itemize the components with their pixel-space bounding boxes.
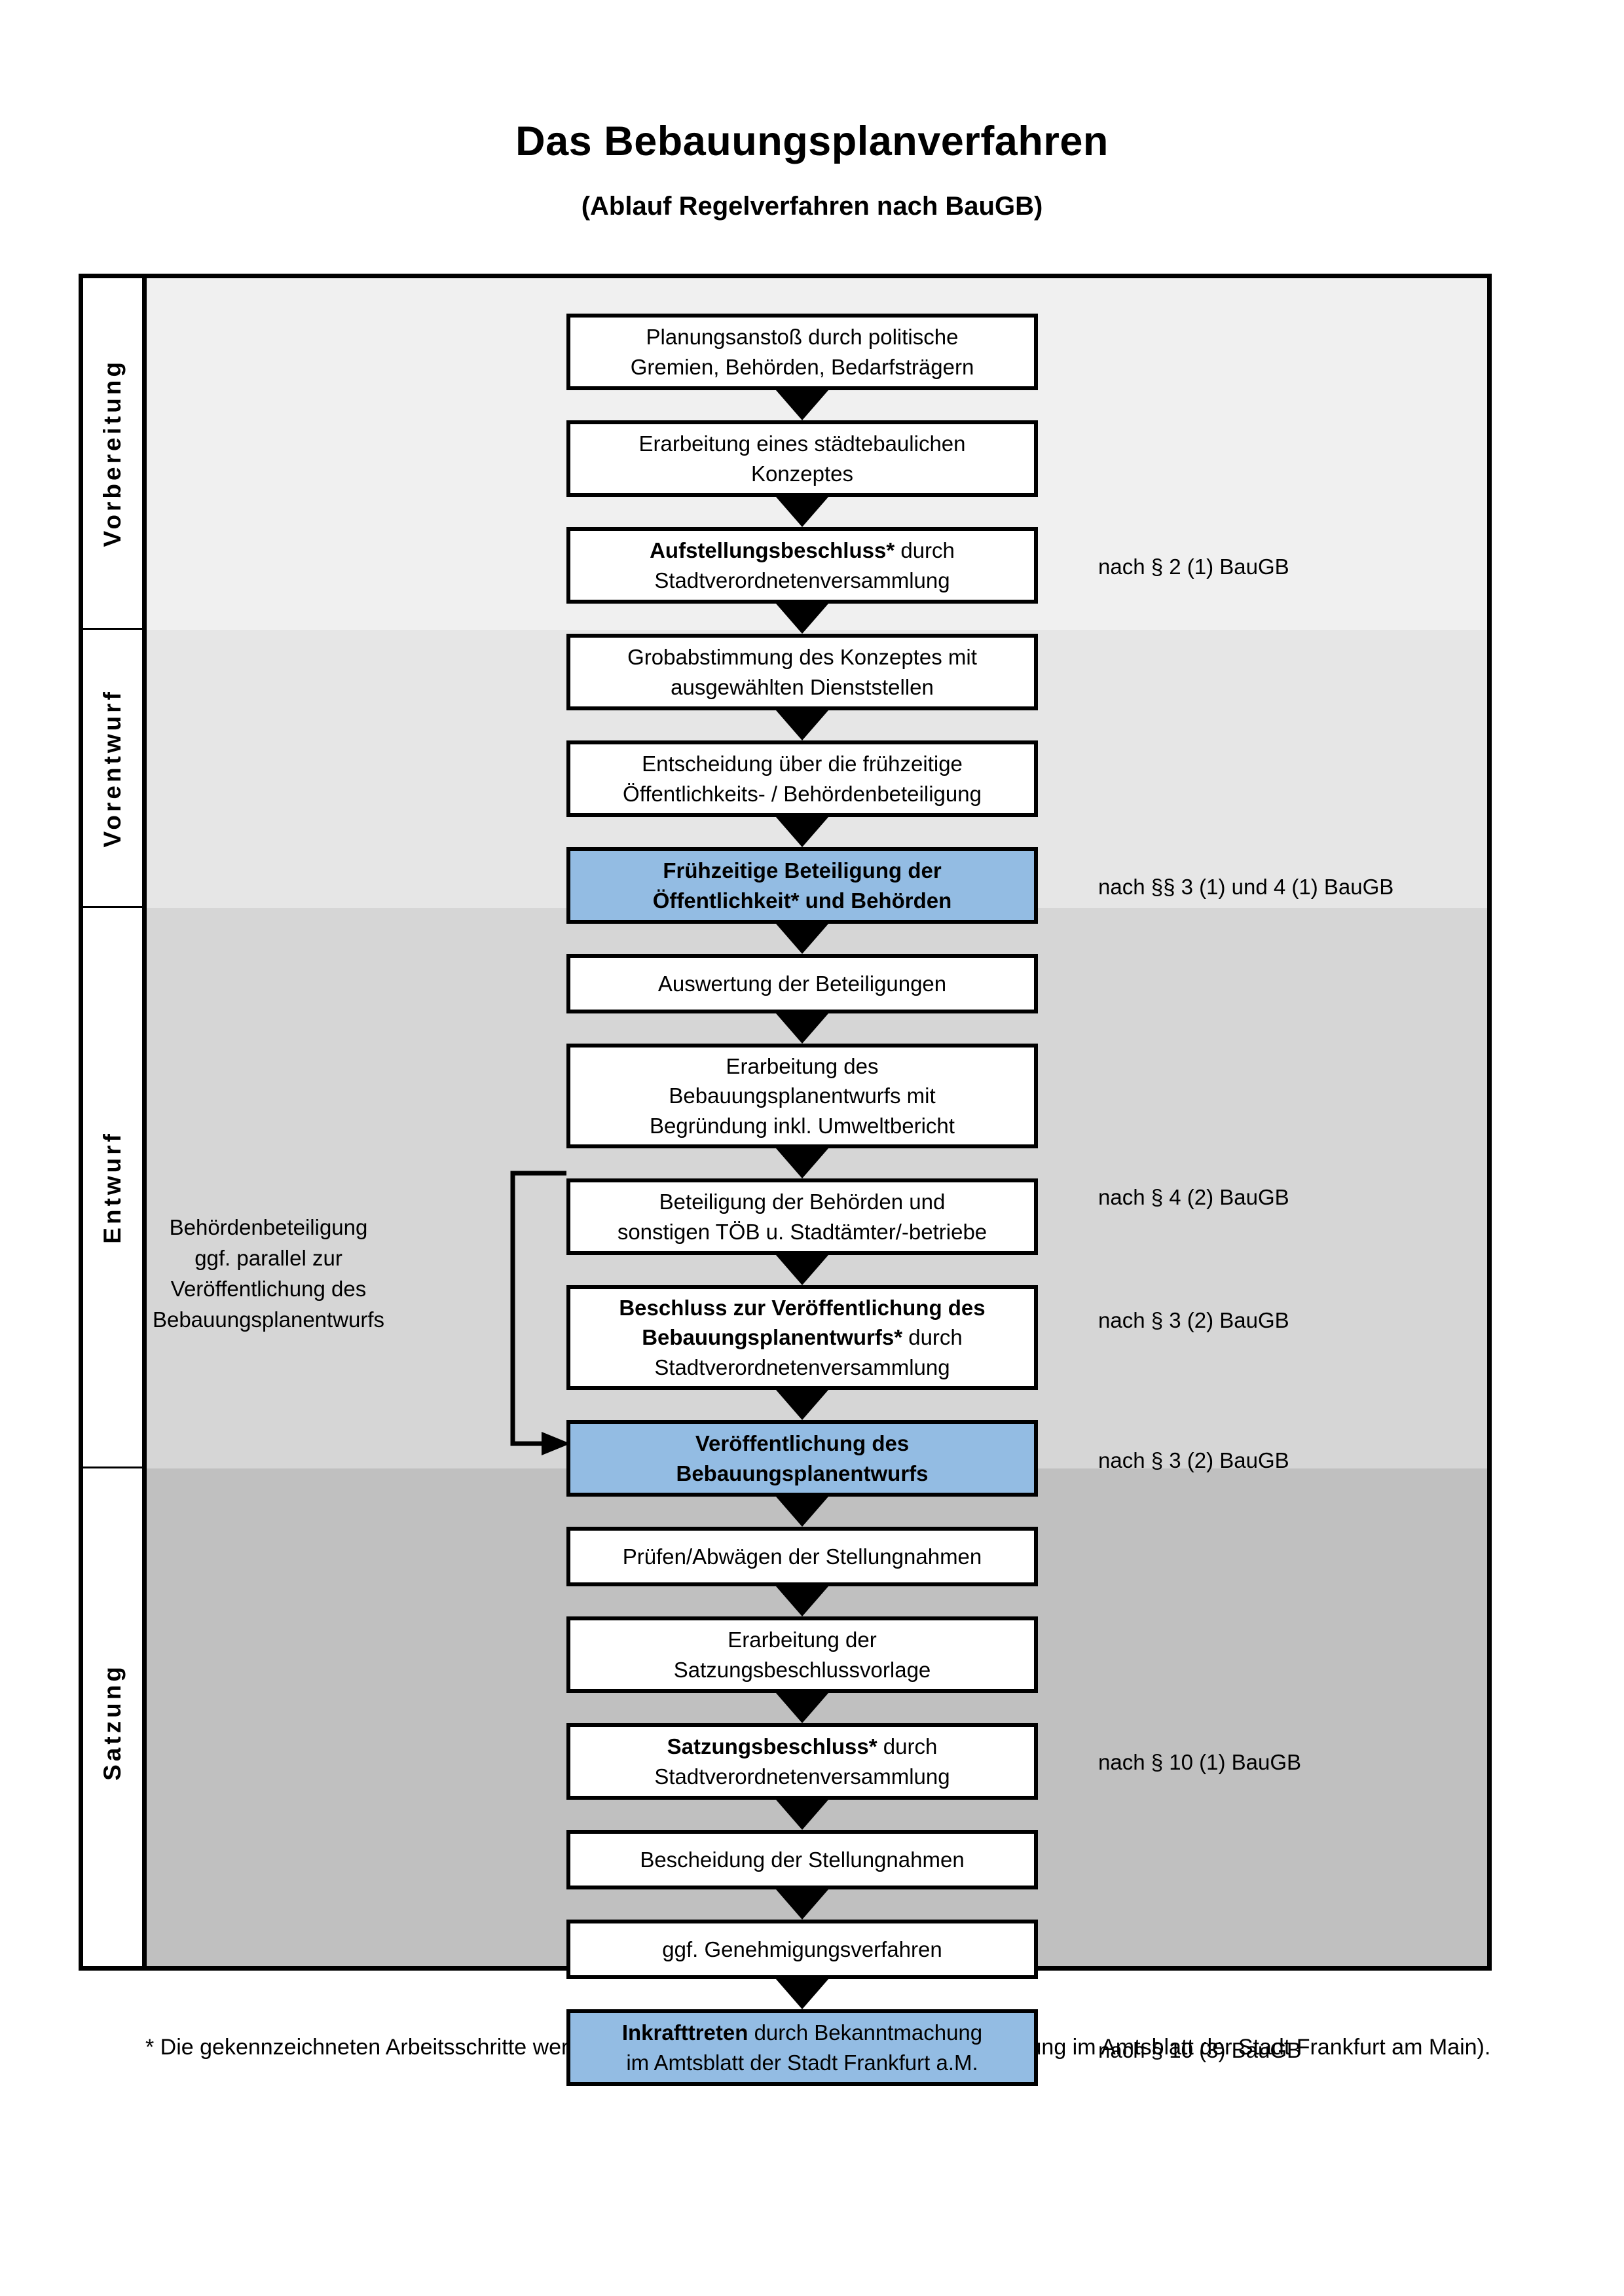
node-line-2: Stadtverordnetenversammlung: [654, 568, 950, 592]
node-line-2: Bebauungsplanentwurfs: [676, 1461, 929, 1485]
node-auswertung-beteiligungen[interactable]: Auswertung der Beteiligungen: [566, 954, 1038, 1013]
node-line-2: Öffentlichkeit* und Behörden: [652, 888, 952, 913]
node-rest-part: durch Bekanntmachung: [748, 2020, 983, 2045]
arrow-down-13: [776, 1693, 828, 1723]
arrow-down-2: [776, 497, 828, 527]
node-bold-part-2: Bebauungsplanentwurfs*: [642, 1325, 903, 1350]
node-line-2: ausgewählten Dienststellen: [671, 674, 934, 699]
arrow-down-11: [776, 1497, 828, 1527]
node-line-1: Erarbeitung eines städtebaulichen: [638, 431, 966, 456]
node-staedtebauliches-konzept[interactable]: Erarbeitung eines städtebaulichen Konzep…: [566, 420, 1038, 497]
phase-label-vorbereitung: Vorbereitung: [83, 278, 142, 630]
arrow-down-7: [776, 1013, 828, 1044]
arrow-down-1: [776, 390, 828, 420]
node-pruefen-abwaegen[interactable]: Prüfen/Abwägen der Stellungnahmen: [566, 1527, 1038, 1586]
node-line-1: Erarbeitung der: [728, 1627, 877, 1652]
node-line-3: Stadtverordnetenversammlung: [654, 1355, 950, 1379]
node-line-1: Entscheidung über die frühzeitige: [642, 751, 963, 776]
node-line-2: Öffentlichkeits- / Behördenbeteiligung: [623, 781, 982, 806]
side-note-line-3: Veröffentlichung des: [170, 1276, 367, 1301]
node-line-2: Satzungsbeschlussvorlage: [673, 1657, 931, 1682]
legal-ref-par2-1: nach § 2 (1) BauGB: [1098, 555, 1289, 579]
node-line-1: Grobabstimmung des Konzeptes mit: [627, 644, 977, 669]
node-entscheidung-beteiligung[interactable]: Entscheidung über die frühzeitige Öffent…: [566, 740, 1038, 817]
node-line-1: Prüfen/Abwägen der Stellungnahmen: [622, 1544, 982, 1569]
side-note-line-2: ggf. parallel zur: [194, 1245, 342, 1270]
node-erarbeitung-bebauungsplanentwurf[interactable]: Erarbeitung des Bebauungsplanentwurfs mi…: [566, 1044, 1038, 1148]
legal-ref-par3-2-b: nach § 3 (2) BauGB: [1098, 1448, 1289, 1472]
node-line-1: Auswertung der Beteiligungen: [657, 971, 947, 996]
node-rest-part: durch: [895, 538, 955, 562]
side-note-line-4: Bebauungsplanentwurfs: [152, 1307, 385, 1332]
title-block: Das Bebauungsplanverfahren (Ablauf Regel…: [0, 118, 1624, 221]
node-satzungsbeschluss[interactable]: Satzungsbeschluss* durch Stadtverordnete…: [566, 1723, 1038, 1800]
arrow-down-9: [776, 1255, 828, 1285]
node-line-1: Planungsanstoß durch politische: [646, 324, 959, 349]
node-beschluss-veroeffentlichung[interactable]: Beschluss zur Veröffentlichung des Bebau…: [566, 1285, 1038, 1390]
node-line-2: Gremien, Behörden, Bedarfsträgern: [630, 354, 974, 379]
arrow-down-3: [776, 604, 828, 634]
node-bold-line-1: Beschluss zur Veröffentlichung des: [619, 1295, 986, 1320]
phase-label-entwurf: Entwurf: [83, 908, 142, 1468]
page-title: Das Bebauungsplanverfahren: [515, 118, 1109, 164]
node-bold-part: Aufstellungsbeschluss*: [650, 538, 895, 562]
node-line-3: Begründung inkl. Umweltbericht: [650, 1113, 955, 1138]
legal-ref-par10-1: nach § 10 (1) BauGB: [1098, 1750, 1302, 1774]
node-line-1: Veröffentlichung des: [695, 1430, 910, 1455]
node-genehmigungsverfahren[interactable]: ggf. Genehmigungsverfahren: [566, 1920, 1038, 1979]
node-satzungsbeschlussvorlage[interactable]: Erarbeitung der Satzungsbeschlussvorlage: [566, 1616, 1038, 1693]
node-line-1: Erarbeitung des: [726, 1053, 879, 1078]
node-line-2: im Amtsblatt der Stadt Frankfurt a.M.: [626, 2050, 978, 2075]
node-bescheidung-stellungnahmen[interactable]: Bescheidung der Stellungnahmen: [566, 1830, 1038, 1889]
legal-ref-par4-2: nach § 4 (2) BauGB: [1098, 1185, 1289, 1209]
node-bold-part: Satzungsbeschluss*: [667, 1734, 877, 1758]
arrow-down-6: [776, 924, 828, 954]
legal-ref-par3-1-4-1: nach §§ 3 (1) und 4 (1) BauGB: [1098, 875, 1394, 899]
node-grobabstimmung[interactable]: Grobabstimmung des Konzeptes mit ausgewä…: [566, 634, 1038, 710]
arrow-down-15: [776, 1889, 828, 1920]
node-line-1: Bescheidung der Stellungnahmen: [640, 1847, 965, 1872]
flowchart-frame: Vorbereitung Vorentwurf Entwurf Satzung …: [79, 274, 1492, 2086]
arrow-down-16: [776, 1979, 828, 2009]
node-bold-part: Inkrafttreten: [621, 2020, 748, 2045]
phase-label-vorentwurf: Vorentwurf: [83, 630, 142, 908]
side-note-line-1: Behördenbeteiligung: [169, 1215, 368, 1239]
node-line-2: Konzeptes: [751, 461, 853, 486]
legal-ref-par10-3: nach § 10 (3) BauGB: [1098, 2038, 1302, 2062]
arrow-down-14: [776, 1800, 828, 1830]
node-line-1: Beteiligung der Behörden und: [659, 1189, 946, 1214]
arrow-down-10: [776, 1390, 828, 1420]
arrow-down-5: [776, 817, 828, 847]
node-rest-part: durch: [877, 1734, 938, 1758]
node-inkrafttreten[interactable]: Inkrafttreten durch Bekanntmachung im Am…: [566, 2009, 1038, 2086]
node-rest-part: durch: [902, 1325, 963, 1350]
phase-label-column: Vorbereitung Vorentwurf Entwurf Satzung: [83, 278, 147, 1966]
node-planungsanstoss[interactable]: Planungsanstoß durch politische Gremien,…: [566, 314, 1038, 390]
node-fruehzeitige-beteiligung[interactable]: Frühzeitige Beteiligung der Öffentlichke…: [566, 847, 1038, 924]
side-note-behoerdenbeteiligung: Behördenbeteiligung ggf. parallel zur Ve…: [115, 1212, 422, 1335]
node-veroeffentlichung-entwurf[interactable]: Veröffentlichung des Bebauungsplanentwur…: [566, 1420, 1038, 1497]
node-line-2: sonstigen TÖB u. Stadtämter/-betriebe: [617, 1219, 987, 1244]
arrow-down-8: [776, 1148, 828, 1178]
node-line-1: ggf. Genehmigungsverfahren: [662, 1937, 942, 1961]
arrow-down-4: [776, 710, 828, 740]
arrow-down-12: [776, 1586, 828, 1616]
node-line-2: Stadtverordnetenversammlung: [654, 1764, 950, 1789]
legal-ref-par3-2-a: nach § 3 (2) BauGB: [1098, 1308, 1289, 1332]
node-line-2: Bebauungsplanentwurfs mit: [669, 1084, 936, 1108]
page-subtitle: (Ablauf Regelverfahren nach BauGB): [581, 192, 1043, 221]
node-aufstellungsbeschluss[interactable]: Aufstellungsbeschluss* durch Stadtverord…: [566, 527, 1038, 604]
node-beteiligung-behoerden-toeb[interactable]: Beteiligung der Behörden und sonstigen T…: [566, 1178, 1038, 1255]
flow-nodes: Planungsanstoß durch politische Gremien,…: [83, 278, 1496, 2086]
node-line-1: Frühzeitige Beteiligung der: [663, 858, 942, 883]
